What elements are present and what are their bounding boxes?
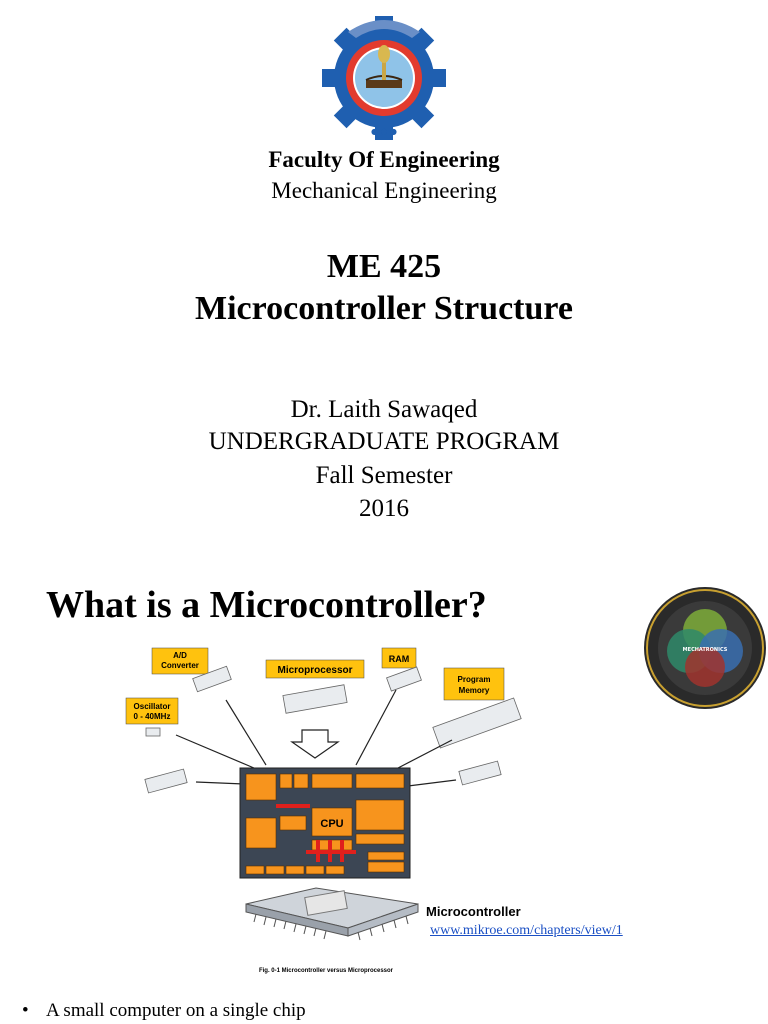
- mechatronics-badge: MECHATRONICS: [644, 587, 766, 709]
- ad-label-line1: A/D: [173, 651, 187, 660]
- oscillator-line1: Oscillator: [134, 702, 171, 711]
- bullet-marker: •: [22, 1000, 29, 1021]
- university-logo: ● ● ●: [322, 16, 446, 140]
- cpu-label: CPU: [320, 818, 343, 830]
- ad-label-line2: Converter: [161, 661, 199, 670]
- department-name: Mechanical Engineering: [271, 178, 497, 203]
- course-title: Microcontroller Structure: [195, 290, 573, 327]
- oscillator-line2: 0 - 40MHz: [134, 712, 171, 721]
- svg-text:● ● ●: ● ● ●: [371, 127, 397, 136]
- slide-title: What is a Microcontroller?: [46, 584, 487, 626]
- mechatronics-center-label: MECHATRONICS: [683, 647, 728, 653]
- semester: Fall Semester: [315, 462, 453, 489]
- program-name: UNDERGRADUATE PROGRAM: [208, 428, 560, 455]
- microcontroller-label: Microcontroller: [426, 904, 521, 919]
- bullet-item: • A small computer on a single chip: [22, 1000, 306, 1022]
- year: 2016: [359, 495, 409, 522]
- faculty-name: Faculty Of Engineering: [268, 147, 500, 172]
- instructor-name: Dr. Laith Sawaqed: [290, 396, 478, 423]
- source-link[interactable]: www.mikroe.com/chapters/view/1: [430, 923, 623, 938]
- diagram-caption: Fig. 0-1 Microcontroller versus Micropro…: [259, 968, 394, 974]
- microprocessor-label: Microprocessor: [277, 665, 352, 676]
- course-code: ME 425: [326, 248, 442, 285]
- microcontroller-diagram: A/D Converter Microprocessor RAM Program…: [116, 640, 536, 980]
- ram-label: RAM: [389, 654, 410, 664]
- bullet-text: A small computer on a single chip: [46, 1000, 306, 1021]
- program-memory-line1: Program: [458, 675, 491, 684]
- program-memory-line2: Memory: [459, 686, 490, 695]
